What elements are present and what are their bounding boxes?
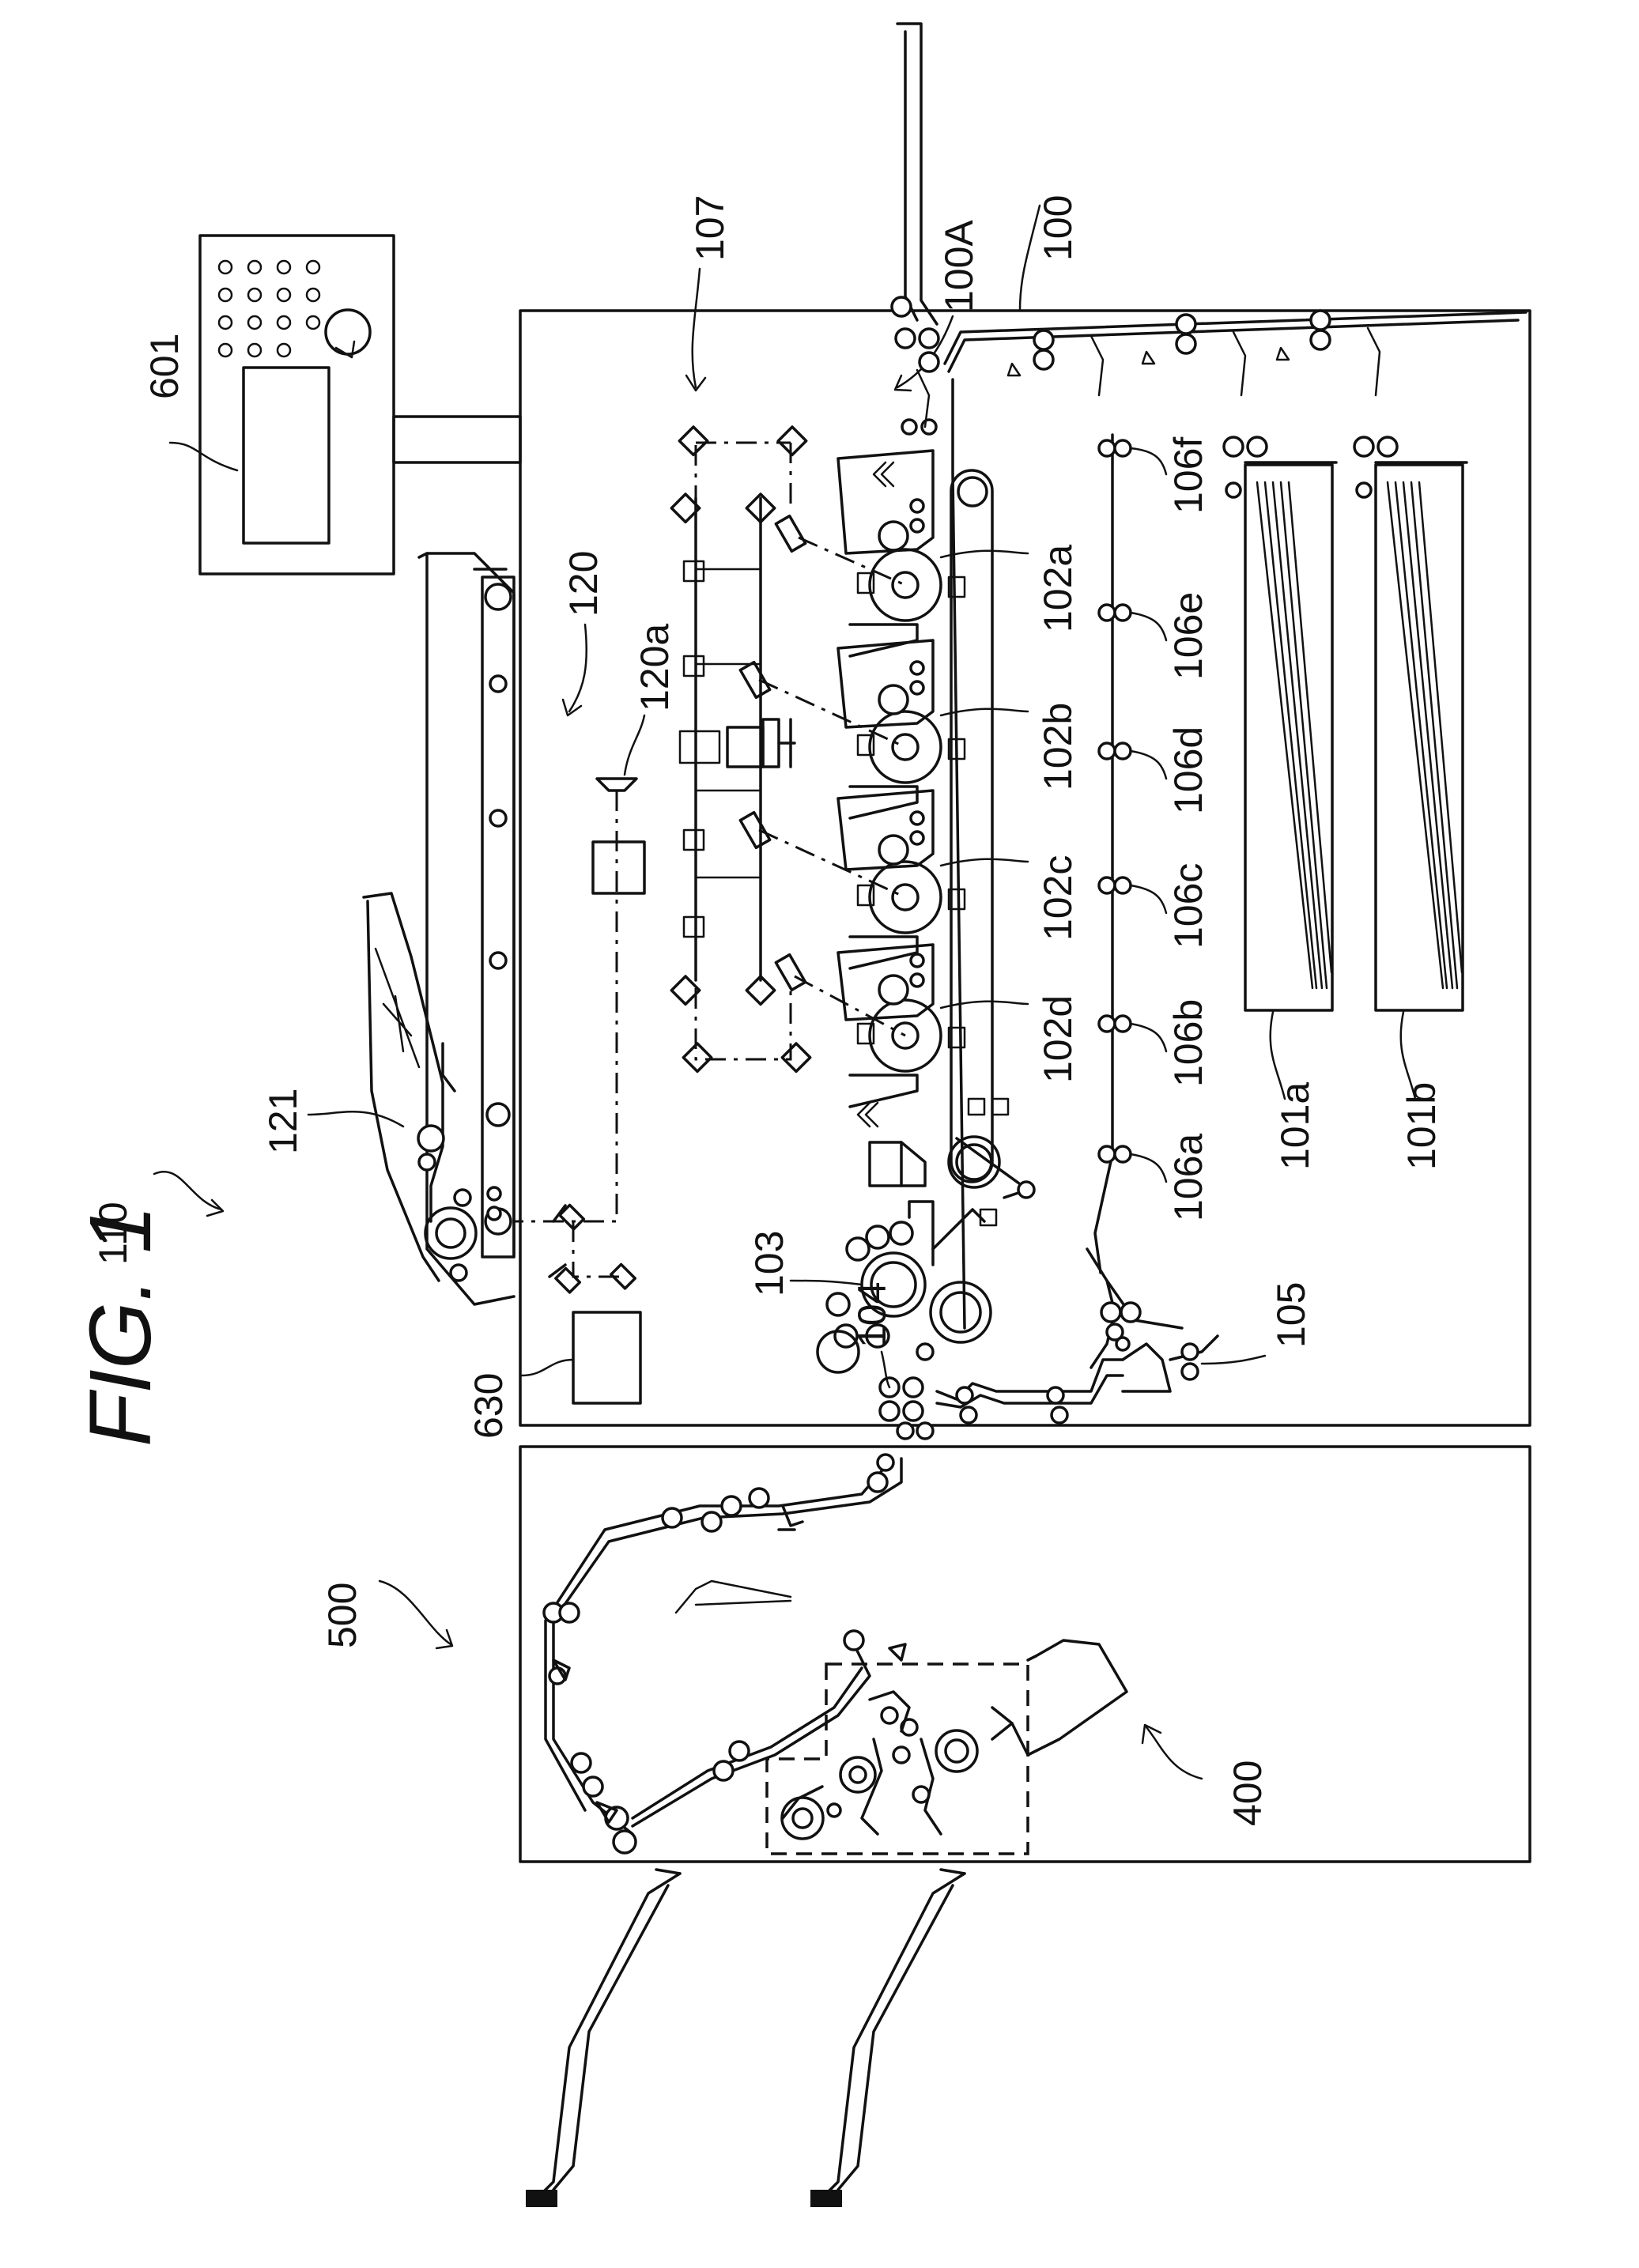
paper-cassette-101a: 101a <box>1224 437 1336 1170</box>
reader-unit: 120 120a <box>514 551 677 1292</box>
label-400: 400 <box>1225 1760 1270 1826</box>
discharge-unit: 104 <box>850 1282 1123 1439</box>
label-106f: 106f <box>1166 437 1210 514</box>
label-106e: 106e <box>1166 592 1210 680</box>
label-601: 601 <box>142 334 187 399</box>
console-panel <box>200 236 394 574</box>
document-feeder: 121 <box>261 553 514 1304</box>
label-101a: 101a <box>1273 1082 1317 1170</box>
leader-106c <box>1131 885 1166 913</box>
station-102d <box>838 945 965 1186</box>
leader-106e <box>1131 613 1166 640</box>
leader-106f <box>1131 448 1166 474</box>
stapler-unit: 400 <box>767 1640 1270 1854</box>
leader-106b <box>1131 1024 1166 1051</box>
label-104: 104 <box>850 1282 894 1348</box>
manual-feed-tray <box>892 24 938 434</box>
console-arm <box>394 417 520 462</box>
feeder-main-roller <box>425 1208 476 1259</box>
leader-120 <box>569 625 587 711</box>
output-tray-upper <box>526 1870 680 2207</box>
label-121: 121 <box>261 1089 305 1154</box>
label-120a: 120a <box>633 624 677 711</box>
label-100A: 100A <box>937 220 981 312</box>
label-106c: 106c <box>1166 863 1210 949</box>
leader-120a <box>625 715 644 775</box>
label-107: 107 <box>688 195 732 261</box>
console-display <box>244 368 329 543</box>
drum-102c <box>870 862 941 933</box>
tray-outer <box>897 24 937 324</box>
label-102d: 102d <box>1036 995 1080 1083</box>
drum-102a <box>870 549 941 621</box>
label-106b: 106b <box>1166 999 1210 1087</box>
finisher: 500 <box>320 1447 1530 1862</box>
console-dial-icon <box>326 310 370 354</box>
leader-102c <box>941 859 1028 866</box>
label-103: 103 <box>747 1231 791 1296</box>
leader-121 <box>308 1111 403 1126</box>
leader-500 <box>380 1581 451 1644</box>
leader-102d <box>941 1002 1028 1008</box>
label-102b: 102b <box>1036 703 1080 791</box>
leader-102b <box>941 709 1028 715</box>
reader-lens-box <box>593 842 644 893</box>
label-100: 100 <box>1036 195 1080 261</box>
reversing-unit: 105 <box>1087 1249 1313 1391</box>
leader-630 <box>522 1360 573 1376</box>
conveyance-rollers: 106f 106e 106d 106c 106b 106a <box>1099 437 1210 1221</box>
cassette-101a-frame <box>1245 465 1332 1010</box>
guide-top <box>917 370 929 427</box>
leader-106d <box>1131 751 1166 779</box>
leader-105 <box>1202 1356 1265 1364</box>
output-tray-lower <box>810 1870 965 2207</box>
paper-cassette-101b: 101b <box>1354 437 1467 1170</box>
laser-scanner: 107 <box>671 195 905 1072</box>
printer-frame <box>520 311 1530 1425</box>
leader-110 <box>154 1172 221 1209</box>
label-101b: 101b <box>1399 1082 1444 1170</box>
station-102a <box>838 451 965 656</box>
leader-107 <box>693 269 700 387</box>
leader-400 <box>1146 1727 1202 1779</box>
cassette-101b-frame <box>1376 465 1463 1010</box>
leader-106a <box>1131 1154 1166 1182</box>
printer-body: 100 100A <box>520 195 1530 1425</box>
label-110: 110 <box>91 1202 135 1265</box>
label-120: 120 <box>561 551 606 617</box>
station-102b <box>838 640 965 818</box>
label-102a: 102a <box>1036 545 1080 632</box>
control-console: 601 <box>142 236 520 574</box>
leader-100A <box>897 316 953 387</box>
console-keypad <box>219 261 319 357</box>
label-106d: 106d <box>1166 726 1210 814</box>
label-105: 105 <box>1269 1282 1313 1348</box>
controller: 630 <box>466 1312 640 1439</box>
drum-102b <box>870 711 941 783</box>
label-630: 630 <box>466 1373 511 1439</box>
tray-inner <box>905 32 917 320</box>
label-106a: 106a <box>1166 1134 1210 1221</box>
label-102c: 102c <box>1036 855 1080 941</box>
leader-601 <box>170 443 237 470</box>
controller-box <box>573 1312 640 1403</box>
label-500: 500 <box>320 1583 364 1648</box>
